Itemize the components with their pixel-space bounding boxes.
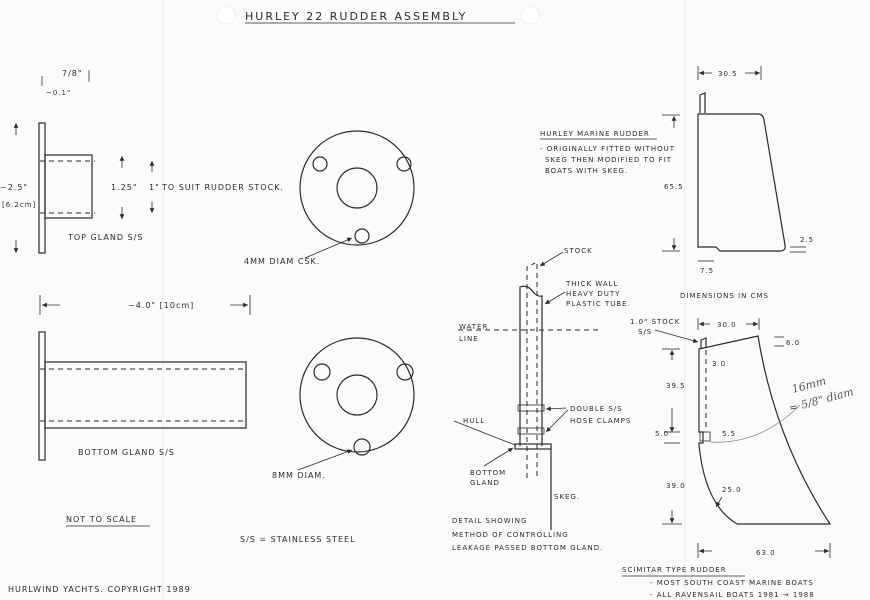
radius-dim: 25.0 [722, 486, 742, 494]
lower-height-dim: 39.0 [666, 482, 686, 490]
heel-dim: 7.5 [700, 267, 714, 275]
height-cm: [6.2cm] [2, 201, 36, 209]
width-dim: 30.5 [718, 70, 738, 78]
stock-label: 1.0" STOCK [630, 318, 680, 326]
stock-label: S/S [638, 328, 652, 336]
copyright: HURLWIND YACHTS. COPYRIGHT 1989 [8, 585, 191, 594]
waterline-label: LINE [459, 335, 479, 343]
detail-caption: LEAKAGE PASSED BOTTOM GLAND. [452, 544, 603, 552]
gland-detail-drawing: STOCK THICK WALL HEAVY DUTY PLASTIC TUBE… [452, 247, 631, 552]
stock-offset-dim: 3.0 [712, 360, 726, 368]
hurley-note: - ORIGINALLY FITTED WITHOUT [540, 145, 675, 153]
width-top-dim: 30.0 [717, 321, 737, 329]
flange-dim: ~0.1" [46, 89, 71, 97]
hull-label: HULL [463, 417, 485, 425]
ss-note: S/S = STAINLESS STEEL [240, 535, 356, 544]
height-dim: ~2.5" [0, 183, 28, 192]
tube-label: THICK WALL [565, 280, 618, 288]
step-dim: 2.5 [800, 236, 814, 244]
bore-dim: 1" [149, 183, 160, 192]
bottom-gland-label: BOTTOM GLAND S/S [78, 448, 175, 457]
top-plate-drawing: 4MM DIAM CSK. [244, 130, 415, 266]
width-dim: 7/8" [62, 69, 83, 78]
bottom-gland-label: BOTTOM [470, 469, 506, 477]
waterline-label: WATER [459, 323, 488, 331]
height-dim: 65.5 [664, 183, 684, 191]
gap-width-dim: 5.5 [722, 430, 736, 438]
top-gland-label: TOP GLAND S/S [67, 233, 143, 242]
tube-label: HEAVY DUTY [566, 290, 620, 298]
width-bottom-dim: 63.0 [756, 549, 776, 557]
hurley-note: SKEG THEN MODIFIED TO FIT [545, 156, 672, 164]
scimitar-title: SCIMITAR TYPE RUDDER [622, 566, 727, 574]
units-note: DIMENSIONS IN CMS [680, 292, 769, 300]
hole-note: 4MM DIAM CSK. [244, 257, 320, 266]
bottom-gland-drawing: ~4.0" [10cm] BOTTOM GLAND S/S [38, 295, 251, 461]
gap-dim: 5.0 [655, 430, 669, 438]
drawing-title: HURLEY 22 RUDDER ASSEMBLY [216, 5, 540, 25]
skeg-label: SKEG. [554, 493, 580, 501]
top-gland-drawing: 7/8" ~0.1" ~2.5" [6.2cm] 1.25" 1" TO SUI… [0, 69, 284, 254]
punch-hole [216, 5, 236, 25]
detail-caption: DETAIL SHOWING [452, 517, 527, 525]
detail-caption: METHOD OF CONTROLLING [452, 531, 569, 539]
rake-dim: 6.0 [786, 339, 800, 347]
scale-note: NOT TO SCALE [66, 515, 137, 524]
punch-hole [520, 5, 540, 25]
hole-note: 8MM DIAM. [272, 471, 326, 480]
scimitar-note: - MOST SOUTH COAST MARINE BOATS [650, 579, 814, 587]
bore-note: TO SUIT RUDDER STOCK. [161, 183, 284, 192]
hurley-title: HURLEY MARINE RUDDER [540, 130, 650, 138]
title-text: HURLEY 22 RUDDER ASSEMBLY [245, 10, 467, 23]
bottom-gland-label: GLAND [470, 479, 500, 487]
bottom-plate-drawing: 8MM DIAM. [272, 337, 415, 480]
clamps-label: DOUBLE S/S [570, 405, 623, 413]
upper-height-dim: 39.5 [666, 382, 686, 390]
clamps-label: HOSE CLAMPS [570, 417, 631, 425]
tube-dim: 1.25" [111, 183, 138, 192]
length-dim: ~4.0" [10cm] [128, 301, 194, 310]
stock-label: STOCK [564, 247, 593, 255]
hurley-rudder-drawing: HURLEY MARINE RUDDER - ORIGINALLY FITTED… [540, 66, 814, 300]
hurley-note: BOATS WITH SKEG. [545, 167, 628, 175]
scimitar-note: - ALL RAVENSAIL BOATS 1981 → 1988 [650, 591, 815, 599]
tube-label: PLASTIC TUBE. [566, 300, 631, 308]
